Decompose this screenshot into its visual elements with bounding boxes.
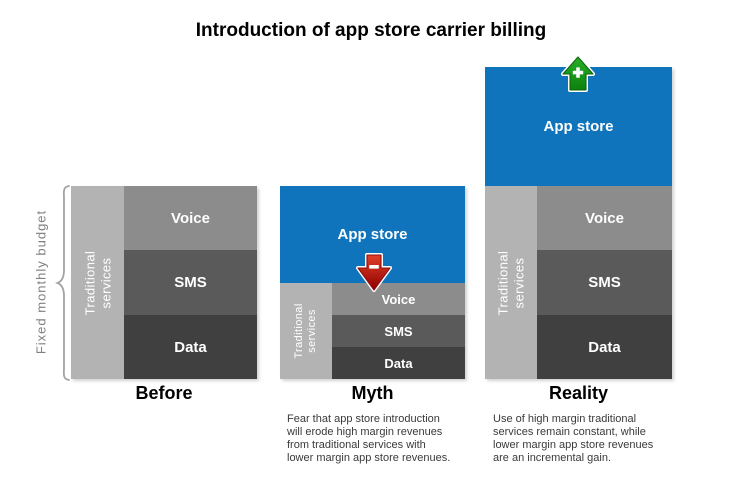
myth-sms-block: SMS: [332, 315, 465, 347]
app-store-label: App store: [337, 226, 408, 243]
budget-brace-icon: [54, 185, 70, 381]
reality-data-block: Data: [537, 315, 672, 379]
traditional-services-label: Traditional services: [292, 303, 318, 359]
page-title: Introduction of app store carrier billin…: [195, 20, 547, 41]
reality-sms-block: SMS: [537, 250, 672, 315]
myth-note: Fear that app store introduction will er…: [287, 413, 451, 464]
myth-data-block: Data: [332, 347, 465, 379]
gain-arrow-plus-icon: [561, 55, 595, 92]
sms-label: SMS: [174, 274, 207, 291]
before-traditional-bar: Traditional services: [71, 186, 124, 379]
app-store-label: App store: [543, 118, 614, 135]
before-label: Before: [135, 383, 193, 403]
data-label: Data: [384, 355, 413, 371]
before-voice-block: Voice: [124, 186, 257, 250]
before-column: Traditional services Voice SMS Data: [71, 186, 257, 379]
fixed-monthly-budget-label: Fixed monthly budget: [33, 209, 49, 355]
before-data-block: Data: [124, 315, 257, 379]
voice-label: Voice: [171, 209, 210, 227]
reality-label: Reality: [548, 383, 609, 403]
data-label: Data: [174, 338, 207, 356]
traditional-services-label: Traditional services: [495, 250, 526, 315]
reality-traditional-bar: Traditional services: [485, 186, 537, 379]
sms-label: SMS: [588, 274, 621, 291]
data-label: Data: [588, 338, 621, 356]
reality-note: Use of high margin traditional services …: [493, 413, 654, 464]
reality-column: App store Traditional services Voice SMS…: [485, 67, 672, 379]
decline-arrow-minus-icon: [356, 253, 392, 292]
myth-label: Myth: [351, 383, 394, 403]
reality-voice-block: Voice: [537, 186, 672, 250]
myth-column: App store Traditional services Voice SMS…: [280, 186, 465, 379]
sms-label: SMS: [384, 323, 413, 339]
traditional-services-label: Traditional services: [81, 250, 113, 315]
myth-voice-block: Voice: [332, 283, 465, 315]
voice-label: Voice: [381, 291, 416, 307]
myth-traditional-bar: Traditional services: [280, 283, 332, 379]
before-sms-block: SMS: [124, 250, 257, 315]
voice-label: Voice: [585, 209, 624, 227]
